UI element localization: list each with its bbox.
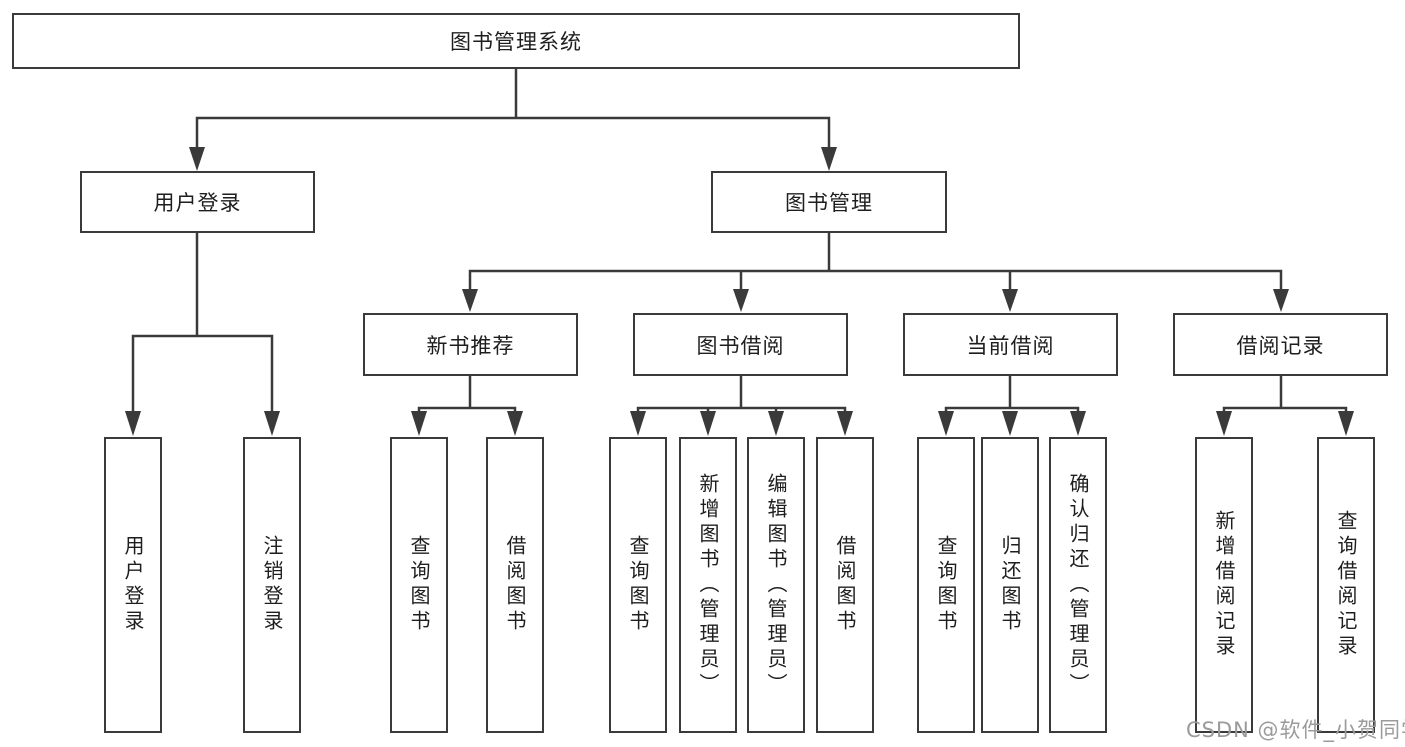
watermark: CSDN @软件_小贺同学 <box>1186 718 1405 742</box>
arrowhead <box>1070 411 1086 436</box>
leaf-record-add: 新增借阅记录 <box>1195 437 1253 733</box>
leaf-current-return-label: 归还图书 <box>998 535 1022 635</box>
arrowhead <box>733 289 749 312</box>
leaf-user-login-label: 用户登录 <box>121 535 145 635</box>
leaf-user-login: 用户登录 <box>104 437 162 733</box>
leaf-record-add-label: 新增借阅记录 <box>1212 510 1236 660</box>
node-new-book-recommend-label: 新书推荐 <box>426 333 515 358</box>
arrowhead <box>1216 411 1232 436</box>
leaf-borrow-edit: 编辑图书（管理员） <box>747 437 805 733</box>
leaf-newbook-borrow: 借阅图书 <box>486 437 544 733</box>
arrowhead <box>938 411 954 436</box>
leaf-borrow-borrow: 借阅图书 <box>816 437 874 733</box>
arrowhead <box>768 411 784 436</box>
node-borrow-records: 借阅记录 <box>1173 313 1388 376</box>
leaf-newbook-query-label: 查询图书 <box>407 535 431 635</box>
leaf-logout: 注销登录 <box>243 437 301 733</box>
node-current-borrow: 当前借阅 <box>903 313 1118 376</box>
arrowhead <box>411 411 427 436</box>
node-book-management-label: 图书管理 <box>785 191 873 215</box>
node-book-borrow: 图书借阅 <box>633 313 848 376</box>
leaf-borrow-query-label: 查询图书 <box>626 535 650 635</box>
node-new-book-recommend: 新书推荐 <box>363 313 578 376</box>
arrowhead <box>125 411 141 436</box>
leaf-record-query-label: 查询借阅记录 <box>1334 510 1358 660</box>
leaf-borrow-borrow-label: 借阅图书 <box>833 535 857 635</box>
leaf-current-query-label: 查询图书 <box>934 535 958 635</box>
leaf-borrow-add-label: 新增图书（管理员） <box>696 472 720 698</box>
node-user-login-label: 用户登录 <box>153 191 242 215</box>
leaf-current-confirm: 确认归还（管理员） <box>1049 437 1107 733</box>
arrowhead <box>700 411 716 436</box>
leaf-record-query: 查询借阅记录 <box>1317 437 1375 733</box>
node-root-label: 图书管理系统 <box>450 30 582 54</box>
leaf-newbook-query: 查询图书 <box>390 437 448 733</box>
arrowhead <box>1002 289 1018 312</box>
leaf-newbook-borrow-label: 借阅图书 <box>503 535 527 635</box>
node-current-borrow-label: 当前借阅 <box>966 333 1055 358</box>
node-book-management: 图书管理 <box>711 171 947 233</box>
arrowhead <box>821 147 837 171</box>
arrowhead <box>264 411 280 436</box>
arrowhead <box>1273 289 1289 312</box>
arrowhead <box>1338 411 1354 436</box>
arrowhead <box>1002 411 1018 436</box>
leaf-borrow-query: 查询图书 <box>609 437 667 733</box>
leaf-logout-label: 注销登录 <box>260 535 284 635</box>
arrowhead <box>189 147 205 171</box>
arrowhead <box>837 411 853 436</box>
leaf-current-return: 归还图书 <box>981 437 1039 733</box>
node-borrow-records-label: 借阅记录 <box>1236 333 1325 358</box>
leaf-current-confirm-label: 确认归还（管理员） <box>1066 472 1090 698</box>
node-root: 图书管理系统 <box>12 13 1020 69</box>
arrowhead <box>630 411 646 436</box>
arrowhead <box>507 411 523 436</box>
leaf-current-query: 查询图书 <box>917 437 975 733</box>
leaf-borrow-add: 新增图书（管理员） <box>679 437 737 733</box>
leaf-borrow-edit-label: 编辑图书（管理员） <box>764 472 788 698</box>
arrowhead <box>462 289 478 312</box>
node-user-login: 用户登录 <box>80 171 315 233</box>
node-book-borrow-label: 图书借阅 <box>696 333 785 358</box>
